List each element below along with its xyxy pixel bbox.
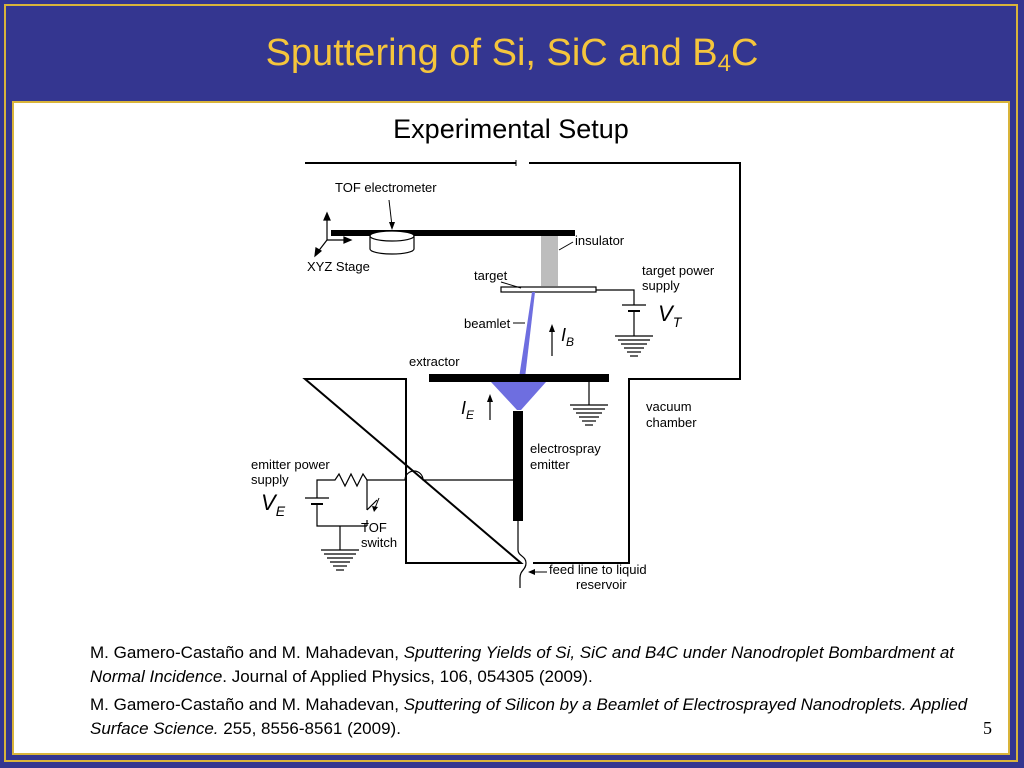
slide-border [4, 4, 1018, 762]
xyz-stage-bar [331, 230, 575, 236]
emitter-power-label-2: supply [251, 472, 289, 487]
extractor-bar [429, 374, 609, 382]
ie-label: IE [461, 398, 475, 422]
taylor-cone [491, 382, 546, 410]
tof-switch-label-1: TOF [361, 520, 387, 535]
tof-switch-label-2: switch [361, 535, 397, 550]
vacuum-chamber-outline [302, 162, 741, 564]
target-power-circuit [596, 289, 646, 336]
extractor-ground-icon [570, 404, 608, 426]
target-ground-icon [615, 335, 653, 357]
title-end: C [730, 32, 759, 74]
emitter-power-circuit [305, 470, 513, 550]
ib-label: IB [561, 325, 574, 349]
reference-2: M. Gamero-Castaño and M. Mahadevan, Sput… [90, 695, 968, 738]
beamlet-label: beamlet [464, 316, 511, 331]
extractor-label: extractor [409, 354, 460, 369]
vacuum-chamber-label-1: vacuum [646, 399, 692, 414]
electrospray-emitter [513, 411, 523, 521]
reference-1: M. Gamero-Castaño and M. Mahadevan, Sput… [90, 643, 955, 686]
target-power-label-2: supply [642, 278, 680, 293]
emitter-ground-icon [321, 549, 359, 571]
vacuum-chamber-label-2: chamber [646, 415, 697, 430]
insulator [541, 236, 558, 286]
target-label: target [474, 268, 508, 283]
references: M. Gamero-Castaño and M. Mahadevan, Sput… [90, 641, 970, 745]
ie-arrow [487, 394, 493, 402]
ve-label: VE [261, 490, 286, 519]
electrospray-label-2: emitter [530, 457, 570, 472]
target-plate [500, 286, 597, 293]
slide-title: Sputtering of Si, SiC and B4C [0, 30, 1024, 76]
feed-line-label-1: feed line to liquid [549, 562, 647, 577]
tof-electrometer-label: TOF electrometer [335, 180, 437, 195]
experimental-setup-diagram: XYZ Stage TOF electrometer insulator tar… [251, 160, 741, 592]
feed-line [517, 521, 527, 588]
insulator-label: insulator [575, 233, 625, 248]
xyz-stage-label: XYZ Stage [307, 259, 370, 274]
subtitle: Experimental Setup [393, 114, 629, 144]
page-number: 5 [983, 718, 992, 738]
target-power-label-1: target power [642, 263, 715, 278]
content-panel: Experimental Setup XYZ Stage TO [12, 101, 1010, 755]
title-main: Sputtering of Si, SiC and B [265, 32, 718, 74]
beamlet [519, 292, 535, 378]
vt-label: VT [658, 301, 683, 330]
electrospray-label-1: electrospray [530, 441, 601, 456]
title-subscript: 4 [717, 50, 731, 77]
feed-line-label-2: reservoir [576, 577, 627, 592]
emitter-power-label-1: emitter power [251, 457, 330, 472]
ib-arrow [549, 324, 555, 332]
tof-electrometer [369, 230, 415, 255]
xyz-axes [314, 211, 353, 258]
